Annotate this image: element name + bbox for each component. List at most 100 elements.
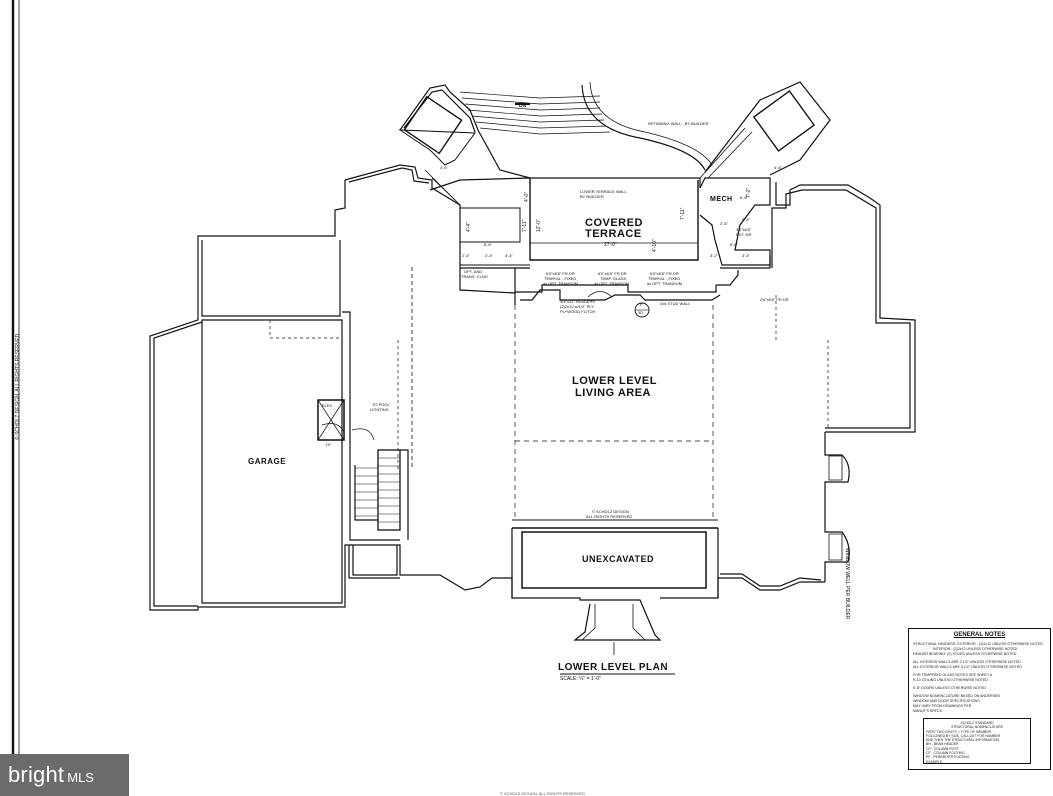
bright-logo-mls: MLS — [67, 770, 94, 785]
note-line: MAY VARY FROM DRAWINGS PER — [913, 704, 972, 708]
bright-logo-word: bright — [8, 762, 65, 787]
ext-dr-note-2: EXT. DR — [736, 232, 752, 237]
ext-dr-note-1: 3'0"x6'8" — [736, 227, 752, 232]
dim-label-vert: 7'-11" — [680, 207, 686, 220]
dim-label: 2'-4" — [485, 253, 493, 258]
note-line: EXAMPLE: — [926, 759, 943, 764]
opt-note-1: OPT. AND — [464, 269, 483, 274]
note-line: CP - COLUMN POST — [926, 746, 959, 751]
section-marker-sheet: 3D — [638, 310, 644, 315]
note-line: STRUCTURAL NOMENCLATURE — [951, 725, 1003, 730]
dim-label-vert: 4'-0" — [524, 192, 530, 202]
wall-upper-left — [344, 164, 516, 305]
elevator-shaft — [317, 399, 345, 441]
room-label-living-2: LIVING AREA — [575, 387, 651, 399]
note-line: WINDOW AND DOOR SPECIFICATIONS — [913, 699, 980, 703]
to-pool-note-2: LIGHTING — [370, 407, 389, 412]
dim-label: 6'-6" — [740, 195, 748, 200]
garage-inner-wall — [201, 319, 343, 604]
note-line: 6'-8" DOORS UNLESS OTHERWISE NOTED — [913, 686, 986, 690]
elev-label: ELEV — [322, 403, 333, 408]
note-line: WINDOW NOMENCLATURE BASED ON ANDERSEN — [913, 694, 1000, 698]
room-label-living-1: LOWER LEVEL — [572, 375, 657, 387]
door-note-1c: w/ OPT. TRANSOM — [543, 281, 579, 286]
window-well-note: WINDOW WELL PER BUILDER — [844, 548, 850, 620]
room-label-mech: MECH — [710, 196, 733, 203]
note-line: FIRST TWO DIGITS = TYPE OF MEMBER — [926, 729, 991, 734]
general-notes-panel: GENERAL NOTES STRUCTURAL HEADERS: EXTERI… — [908, 628, 1051, 770]
note-line: SCHOLZ STANDARD — [960, 721, 994, 725]
header-note-2: (2)2x12 w/1/2" PLY — [560, 304, 595, 309]
note-line: HEADER BEARING: (2) STUDS UNLESS OTHERWI… — [913, 652, 1017, 656]
door-note-1a: 6'0"x6'8" FR DR — [546, 271, 575, 276]
header-note-1: 3/4"x11" HEADERS — [560, 299, 596, 304]
door-note-3a: 6'0"x6'8" FR DR — [650, 271, 679, 276]
door-note-2b: TEMP. GLASS — [600, 276, 627, 281]
dim-label: 4'-6" — [440, 165, 448, 170]
terrace-steps — [459, 91, 611, 135]
copyright-note-1: © SCHOLZ DESIGN — [592, 509, 629, 514]
to-pool-note-1: TO POOL — [372, 402, 390, 407]
door-note-3b: TEMP/AL - FIXED — [648, 276, 681, 281]
section-marker-id: F — [640, 302, 643, 307]
dim-label-vert: 4'-4" — [466, 222, 472, 232]
note-line: INTERIOR - (2)2x12 UNLESS OTHERWISE NOTE… — [933, 647, 1018, 651]
general-notes-title: GENERAL NOTES — [953, 632, 1006, 638]
unexcavated-box — [521, 531, 707, 589]
retaining-wall-note: RETAINING WALL - BY BUILDER — [648, 121, 709, 126]
side-copyright: © SCHOLZ DESIGN, ALL RIGHTS RESERVED — [15, 333, 21, 440]
note-line: ALL EXTERIOR WALLS ARE 5 1/2" UNLESS OTH… — [913, 665, 1022, 669]
terrace-frame — [529, 178, 699, 261]
terrace-wall-note-2: BY BUILDER — [580, 194, 604, 199]
dim-label: 8'-6" — [484, 242, 492, 247]
dim-label: 3'-4" — [505, 253, 513, 258]
note-line: MANUF'S SPECS. — [913, 709, 944, 713]
door-note-1b: TEMP/AL - FIXED — [544, 276, 577, 281]
dim-label-vert: 4'-10" — [652, 239, 658, 252]
structural-nomenclature-box: SCHOLZ STANDARD STRUCTURAL NOMENCLATURE … — [923, 718, 1031, 764]
note-line: AND THEN THE STRUCTURAL INFORMATION — [926, 738, 999, 743]
note-line: FOLLOWED BY SIZE, CALLOUT FOR NUMBER — [926, 733, 1001, 738]
dim-label: 1'0" — [325, 442, 332, 447]
note-line: STRUCTURAL HEADERS: EXTERIOR - (2)2x12 U… — [913, 642, 1043, 646]
plan-title: LOWER LEVEL PLAN — [558, 662, 669, 673]
dim-label-vert: 7'-11" — [522, 219, 528, 232]
dim-label: 3'-4" — [742, 253, 750, 258]
steps-dn-label: DN — [519, 103, 527, 109]
dim-label-vert: 12'-0" — [536, 219, 542, 232]
note-line: PF - PERIMETER FOOTING — [926, 755, 970, 760]
dim-label: 5'-4" — [742, 217, 750, 222]
garage-outer-wall — [149, 180, 513, 611]
retaining-wall — [581, 84, 706, 171]
left-planter — [403, 95, 463, 155]
room-label-terrace-2: TERRACE — [585, 228, 642, 240]
dim-label: 2'-4" — [462, 253, 470, 258]
door-note-2c: w/ OPT. TRANSOM — [594, 281, 630, 286]
dim-label: 8'-6" — [730, 242, 738, 247]
door-note-3c: w/ OPT. TRANSOM — [647, 281, 683, 286]
note-line: BH - BEAM HEADER — [926, 742, 959, 747]
door-note-2a: 6'0"x6'8" FR DR — [598, 271, 627, 276]
stud-wall-note: 2x6 STUD WALL — [660, 301, 691, 306]
door-note-4: 2'6"x6'8" FR DR — [760, 297, 789, 302]
header-note-3: PLYWOOD FLITCH — [560, 309, 596, 314]
room-label-unexcavated: UNEXCAVATED — [582, 554, 655, 564]
terrace-wall-note-1: LOWER TERRACE WALL — [580, 189, 627, 194]
dim-label: 2'-6" — [720, 221, 728, 226]
dim-label: 3'-2" — [710, 253, 718, 258]
opt-note-2: TRANS. CLNG — [461, 274, 488, 279]
note-line: FOR TEMPERED GLASS NOTES SEE SHEET A — [913, 673, 993, 677]
terrace-top-wall — [429, 177, 701, 191]
dim-label: 4'-6" — [774, 165, 782, 170]
terrace-width-dim: 27'-0" — [604, 242, 617, 248]
copyright-note-2: ALL RIGHTS RESERVED — [586, 514, 633, 519]
note-line: ALL INTERIOR WALLS ARE 3 1/2" UNLESS OTH… — [913, 660, 1021, 664]
dim-label-vert: 7'-2" — [746, 188, 752, 198]
note-line: R-10 CEILING UNLESS OTHERWISE NOTED — [913, 678, 988, 682]
bright-mls-logo: bright MLS — [0, 754, 129, 796]
bottom-copyright: © SCHOLZ DESIGN, ALL RIGHTS RESERVED — [500, 791, 585, 796]
right-planter — [752, 90, 816, 152]
note-line: CF - COLUMN FOOTING — [926, 751, 965, 756]
